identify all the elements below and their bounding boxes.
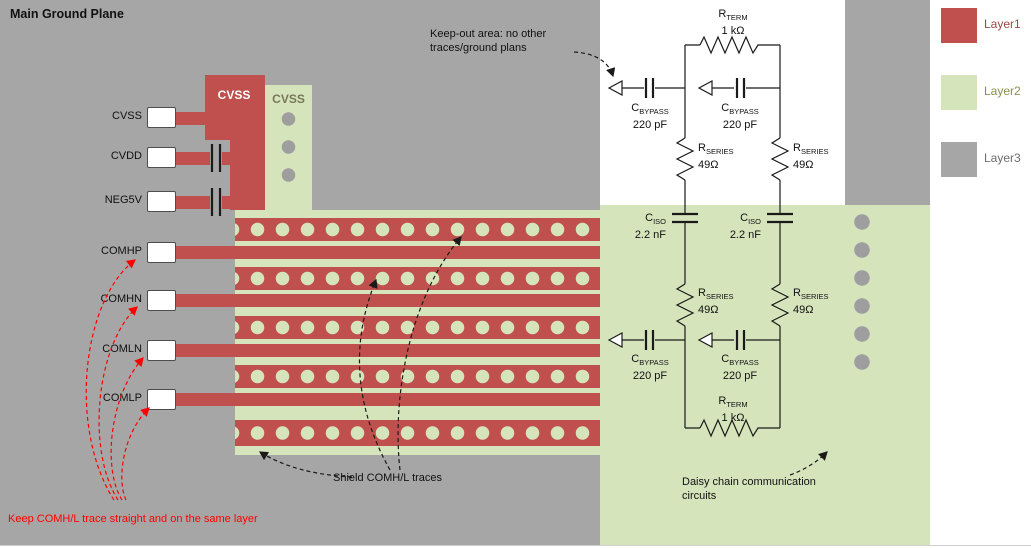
- legend-label-layer1: Layer1: [984, 17, 1021, 31]
- shield-trace-band: [235, 365, 600, 388]
- daisy-chain-note: Daisy chain communication circuits: [682, 476, 816, 502]
- via-dots-cvss-block: [265, 105, 312, 189]
- cvdd-trace-stub: [222, 152, 230, 165]
- shield-trace-band: [235, 267, 600, 290]
- pin-pad-comhp: [147, 242, 176, 263]
- cvss-red-label: CVSS: [217, 88, 251, 102]
- pin-pad-cvdd: [147, 147, 176, 168]
- rseries-resistor: [770, 137, 790, 181]
- pin-pad-comln: [147, 340, 176, 361]
- shield-trace-band: [235, 316, 600, 339]
- cbypass-top-right-label: CBYPASS 220 pF: [721, 102, 759, 131]
- rseries-top-left-label: RSERIES 49Ω: [698, 142, 734, 171]
- rseries-top-right-label: RSERIES 49Ω: [793, 142, 829, 171]
- cvss-block-layer1-ext: [205, 75, 230, 140]
- ciso-right-label: CISO 2.2 nF: [729, 212, 761, 241]
- neg5v-trace: [176, 196, 210, 209]
- via-dots-right-column: [850, 208, 874, 376]
- connection-arrow: [697, 79, 713, 97]
- cbypass-top-left-label: CBYPASS 220 pF: [631, 102, 669, 131]
- layer3-strip-top-right: [845, 0, 930, 205]
- pin-label-comln: COMLN: [102, 343, 142, 355]
- legend-label-layer2: Layer2: [984, 84, 1021, 98]
- pin-label-comhp: COMHP: [101, 245, 142, 257]
- pin-label-comlp: COMLP: [102, 392, 142, 404]
- cvdd-trace: [176, 152, 210, 165]
- shield-note: Shield COMH/L traces: [333, 472, 443, 484]
- pin-label-cvss: CVSS: [112, 110, 142, 122]
- rseries-bottom-right-label: RSERIES 49Ω: [793, 287, 829, 316]
- rterm-bottom-label: RTERM 1 kΩ: [718, 395, 748, 424]
- connection-arrow: [607, 79, 623, 97]
- legend-swatch-layer1: [941, 8, 977, 43]
- legend-label-layer3: Layer3: [984, 151, 1021, 165]
- ciso-left-label: CISO 2.2 nF: [634, 212, 666, 241]
- rterm-top-label: RTERM 1 kΩ: [718, 8, 748, 37]
- rseries-bottom-left-label: RSERIES 49Ω: [698, 287, 734, 316]
- pin-label-comhn: COMHN: [100, 293, 142, 305]
- neg5v-trace-stub: [222, 196, 230, 209]
- keep-straight-note: Keep COMH/L trace straight and on the sa…: [8, 513, 258, 525]
- diagram-title: Main Ground Plane: [10, 7, 124, 21]
- cbypass-bottom-right-label: CBYPASS 220 pF: [721, 353, 759, 382]
- shield-trace-band: [235, 218, 600, 241]
- pin-label-neg5v: NEG5V: [104, 194, 142, 206]
- pin-pad-comhn: [147, 290, 176, 311]
- comhp-trace: [176, 246, 600, 259]
- rterm-top-resistor: [699, 35, 763, 55]
- keepout-note: Keep-out area: no other traces/ground pl…: [430, 28, 547, 54]
- shield-trace-band: [235, 420, 600, 446]
- cvss-green-label: CVSS: [272, 92, 305, 106]
- cvss-trace: [176, 112, 232, 125]
- comlp-trace: [176, 393, 600, 406]
- comhn-trace: [176, 294, 600, 307]
- pin-pad-cvss: [147, 107, 176, 128]
- legend-swatch-layer2: [941, 75, 977, 110]
- legend-swatch-layer3: [941, 142, 977, 177]
- pin-pad-comlp: [147, 389, 176, 410]
- figure-border-bottom: [0, 545, 1031, 546]
- rseries-resistor: [675, 137, 695, 181]
- pin-label-cvdd: CVDD: [110, 150, 142, 162]
- pin-pad-neg5v: [147, 191, 176, 212]
- comln-trace: [176, 344, 600, 357]
- cbypass-bottom-left-label: CBYPASS 220 pF: [631, 353, 669, 382]
